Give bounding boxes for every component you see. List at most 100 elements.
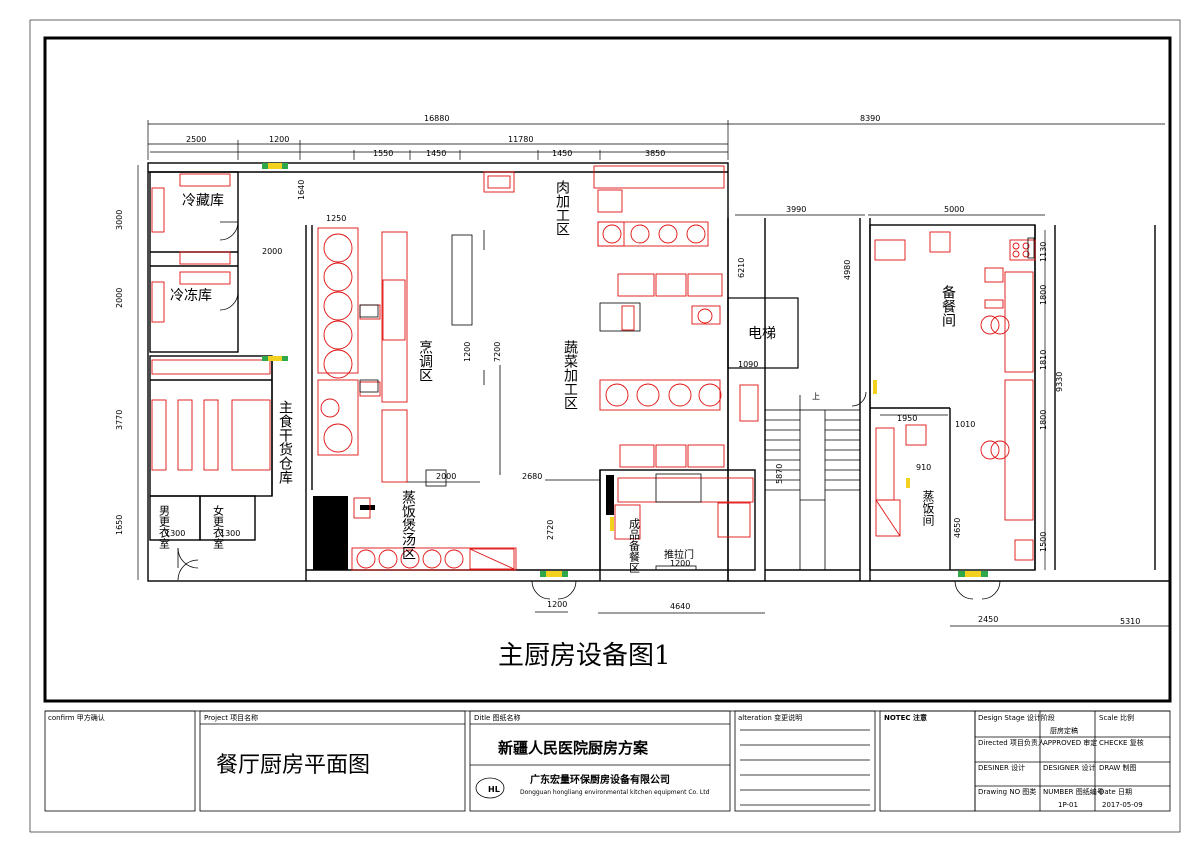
tb-project-name: 餐厅厨房平面图: [216, 753, 370, 778]
dim-1450b: 1450: [552, 149, 572, 158]
tb-scale-label: Scale 比例: [1099, 713, 1134, 722]
tb-number-value: 1P-01: [1058, 801, 1078, 809]
dim-5870: 5870: [775, 464, 784, 484]
dim-2500: 2500: [186, 135, 206, 144]
label-male-locker: 男更衣室: [158, 505, 171, 549]
tb-approved-label: APPROVED 审定: [1043, 738, 1097, 747]
dim-1800a: 1800: [1039, 285, 1048, 305]
label-meat-zone: 肉加工区: [554, 180, 570, 236]
title-block: [44, 710, 1171, 812]
tb-confirm-label: confirm 甲方确认: [48, 713, 105, 722]
elevator-label: 电梯: [748, 326, 776, 342]
label-steam-zone: 蒸饭煲汤区: [400, 490, 416, 560]
tb-drawing-no-label: Drawing NO 图类: [978, 787, 1036, 796]
tb-notec-label: NOTEC 注意: [884, 713, 927, 722]
dim-5310: 5310: [1120, 617, 1140, 626]
dimension-texts: 16880 8390 2500 1200 11780 1550 1450 145…: [115, 114, 1140, 626]
hatch: [315, 496, 333, 570]
stairs: [764, 395, 861, 571]
tb-number-label: NUMBER 图纸编号: [1043, 787, 1104, 796]
black-walls: [313, 475, 614, 570]
tb-draw-label: DRAW 制图: [1099, 763, 1137, 772]
label-cooking-zone: 烹调区: [417, 339, 433, 382]
dimension-lines: [137, 120, 1170, 627]
label-freezer: 冷冻库: [170, 287, 212, 304]
dim-2680: 2680: [522, 472, 542, 481]
dim-1300b: 1300: [220, 529, 240, 538]
dim-1450a: 1450: [426, 149, 446, 158]
walls: [147, 162, 1170, 582]
tb-project-label: Project 项目名称: [204, 713, 258, 722]
appliances: [359, 230, 1035, 503]
dim-1200-top: 1200: [269, 135, 289, 144]
label-dry-store: 主食干货仓库: [277, 400, 293, 485]
label-prep-room: 备餐间: [940, 284, 956, 328]
label-steam-room: 蒸饭间: [921, 490, 935, 526]
dim-1200-door: 1200: [547, 600, 567, 609]
dim-1250: 1250: [326, 214, 346, 223]
dim-4980: 4980: [843, 260, 852, 280]
label-cold-storage: 冷藏库: [182, 193, 224, 209]
tb-checke-label: CHECKE 复核: [1099, 738, 1144, 747]
main-title: 主厨房设备图1: [498, 641, 671, 671]
dim-3850: 3850: [645, 149, 665, 158]
dim-3770: 3770: [115, 410, 124, 430]
dim-1010: 1010: [955, 420, 975, 429]
elevator: 电梯: [727, 297, 799, 369]
tb-directed-label: Directed 项目负责人: [978, 738, 1045, 747]
svg-text:HL: HL: [488, 785, 500, 794]
dim-1200-push: 1200: [670, 559, 690, 568]
room-labels: 冷藏库 冷冻库 主食干货仓库 男更衣室 女更衣室 烹调区 肉加工区 蔬菜加工区 …: [158, 180, 957, 573]
dim-3990: 3990: [786, 205, 806, 214]
dim-1650: 1650: [115, 515, 124, 535]
outer-border: [29, 19, 1181, 833]
dim-8390: 8390: [860, 114, 880, 123]
tb-designer-label1: DESINER 设计: [978, 763, 1025, 772]
label-female-locker: 女更衣室: [212, 504, 225, 549]
tb-alteration-label: alteration 变更说明: [738, 713, 802, 722]
push-door: [655, 565, 697, 571]
tb-company-en: Dongguan hongliang environmental kitchen…: [520, 789, 710, 796]
equipment: [151, 165, 1036, 571]
dim-910: 910: [916, 463, 931, 472]
tb-design-stage-value: 厨房定稿: [1050, 726, 1078, 735]
tb-title-value: 新疆人民医院厨房方案: [498, 739, 649, 757]
dim-1130: 1130: [1039, 242, 1048, 262]
tb-designer-label2: DESIGNER 设计: [1043, 763, 1096, 772]
dim-16880: 16880: [424, 114, 449, 123]
dim-1550: 1550: [373, 149, 393, 158]
dim-11780: 11780: [508, 135, 533, 144]
dim-1640: 1640: [297, 180, 306, 200]
tb-date-label: Date 日期: [1099, 788, 1132, 796]
label-veg-zone: 蔬菜加工区: [562, 340, 578, 410]
dim-1800b: 1800: [1039, 410, 1048, 430]
dim-1300a: 1300: [165, 529, 185, 538]
dim-3000: 3000: [115, 210, 124, 230]
tb-date-value: 2017-05-09: [1102, 801, 1143, 809]
stairs-up-label: 上: [812, 392, 820, 401]
dim-1090: 1090: [738, 360, 758, 369]
tb-title-label: Ditle 图纸名称: [474, 713, 521, 722]
tb-design-stage-label: Design Stage 设计阶段: [978, 713, 1055, 722]
dim-2000-left: 2000: [262, 247, 282, 256]
title-block-text: confirm 甲方确认 Project 项目名称 餐厅厨房平面图 Ditle …: [48, 713, 1144, 809]
dim-4640: 4640: [670, 602, 690, 611]
dim-2000-v: 2000: [115, 288, 124, 308]
dim-1810: 1810: [1039, 350, 1048, 370]
label-finished-zone: 成品备餐区: [628, 518, 641, 573]
door-swings: [177, 221, 1001, 600]
dim-2720: 2720: [546, 520, 555, 540]
dim-4650: 4650: [953, 518, 962, 538]
dim-9330: 9330: [1055, 372, 1064, 392]
dim-7200: 7200: [493, 342, 502, 362]
dim-1200-mid: 1200: [463, 342, 472, 362]
tb-company-cn: 广东宏量环保厨房设备有限公司: [530, 773, 670, 786]
dim-6210: 6210: [737, 258, 746, 278]
dim-5000: 5000: [944, 205, 964, 214]
door-markers: [262, 163, 988, 577]
dim-1950: 1950: [897, 414, 917, 423]
dim-1500: 1500: [1039, 532, 1048, 552]
sheet-border: [43, 36, 1172, 703]
